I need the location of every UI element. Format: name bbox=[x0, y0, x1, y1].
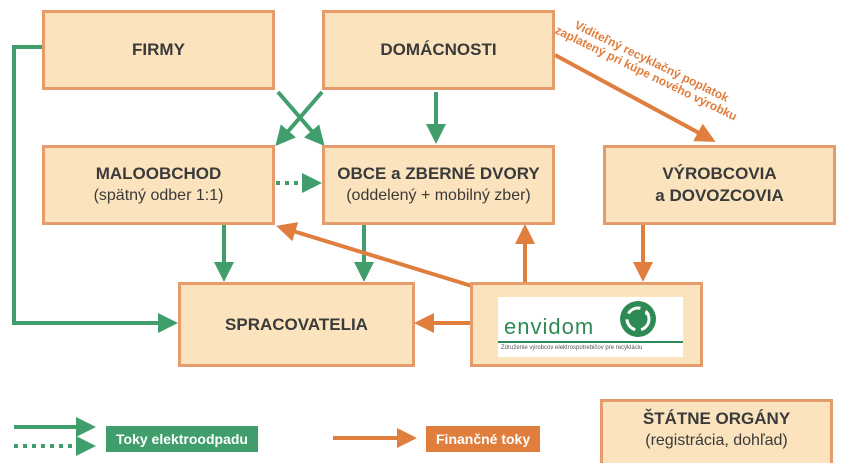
node-statne-organy: ŠTÁTNE ORGÁNY (registrácia, dohľad) bbox=[600, 399, 833, 463]
node-vyrobcovia-line2: a DOVOZCOVIA bbox=[655, 186, 784, 205]
node-domacnosti: DOMÁCNOSTI bbox=[322, 10, 555, 90]
node-obce-title: OBCE a ZBERNÉ DVORY bbox=[337, 164, 540, 183]
node-maloobchod-title: MALOOBCHOD bbox=[95, 164, 222, 183]
arrow-envidom-to-maloobchod bbox=[276, 222, 476, 289]
node-statne-sub: (registrácia, dohľad) bbox=[645, 432, 788, 449]
node-maloobchod: MALOOBCHOD (spätný odber 1:1) bbox=[42, 145, 275, 225]
node-spracovatelia: SPRACOVATELIA bbox=[178, 282, 415, 367]
node-maloobchod-sub: (spätný odber 1:1) bbox=[93, 187, 224, 204]
arrow-firmy-to-spracovatelia bbox=[12, 45, 178, 333]
legend-financial-flows-label: Finančné toky bbox=[426, 426, 541, 452]
node-firmy: FIRMY bbox=[42, 10, 275, 90]
node-vyrobcovia: VÝROBCOVIA a DOVOZCOVIA bbox=[603, 145, 836, 225]
node-obce-sub: (oddelený + mobilný zber) bbox=[346, 187, 531, 204]
node-vyrobcovia-line1: VÝROBCOVIA bbox=[662, 164, 777, 183]
envidom-logo: envidom Združenie výrobcov elektrospotre… bbox=[498, 297, 683, 357]
node-domacnosti-label: DOMÁCNOSTI bbox=[380, 40, 497, 59]
envidom-underline bbox=[498, 341, 683, 343]
node-firmy-label: FIRMY bbox=[132, 40, 185, 59]
recycle-icon bbox=[620, 301, 656, 337]
arrow-domacnosti-to-maloobchod bbox=[275, 90, 324, 147]
node-statne-title: ŠTÁTNE ORGÁNY bbox=[642, 409, 791, 428]
envidom-wordmark: envidom bbox=[504, 314, 595, 339]
envidom-tagline: Združenie výrobcov elektrospotrebičov pr… bbox=[501, 345, 643, 351]
node-envidom: envidom Združenie výrobcov elektrospotre… bbox=[470, 282, 703, 367]
node-spracovatelia-label: SPRACOVATELIA bbox=[225, 314, 368, 334]
arrow-domacnosti-to-vyrobcovia bbox=[554, 53, 716, 142]
legend-waste-flows-label: Toky elektroodpadu bbox=[106, 426, 258, 452]
node-obce: OBCE a ZBERNÉ DVORY (oddelený + mobilný … bbox=[322, 145, 555, 225]
